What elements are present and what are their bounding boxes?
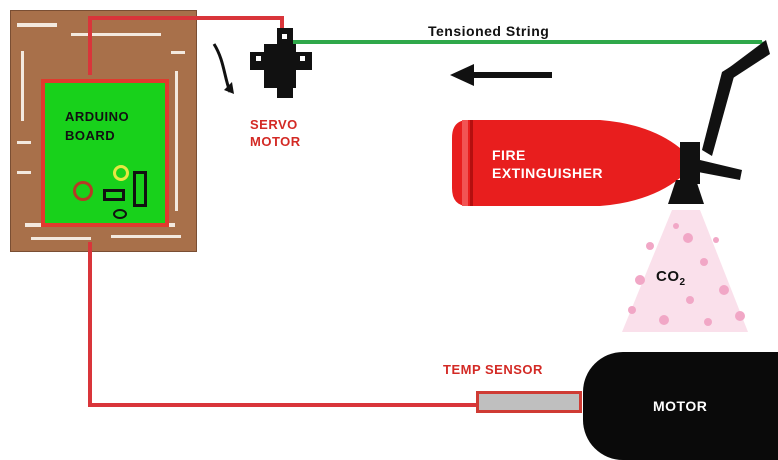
arduino-pcb: ARDUINO BOARD <box>41 79 169 227</box>
board-trace <box>17 141 31 144</box>
servo-label-line1: SERVO <box>250 117 298 132</box>
board-trace <box>111 235 181 238</box>
chip-component <box>103 189 125 201</box>
yellow-led-component <box>113 165 129 181</box>
extinguisher-label-line1: FIRE <box>492 147 526 163</box>
co2-label-main: CO <box>656 268 680 285</box>
board-trace <box>171 51 185 54</box>
rotation-arrow-icon <box>212 43 232 93</box>
arduino-label-line2: BOARD <box>65 128 116 143</box>
servo-label-line2: MOTOR <box>250 134 301 149</box>
string-label: Tensioned String <box>428 23 550 39</box>
motor: MOTOR <box>583 352 778 460</box>
crystal-component <box>113 209 127 219</box>
board-trace <box>175 71 178 211</box>
extinguisher-label-line2: EXTINGUISHER <box>492 165 604 181</box>
extinguisher-lever <box>698 40 770 180</box>
co2-spray <box>622 210 748 332</box>
board-trace <box>71 33 161 36</box>
sensor-wire <box>88 242 476 407</box>
servo-motor <box>250 28 312 98</box>
motor-label: MOTOR <box>653 398 708 414</box>
co2-label-subscript: 2 <box>679 277 686 288</box>
board-trace <box>17 23 57 27</box>
board-trace <box>17 171 31 174</box>
board-trace <box>21 51 24 121</box>
arduino-label-line1: ARDUINO <box>65 109 130 124</box>
temp-sensor-label: TEMP SENSOR <box>443 362 543 377</box>
pull-arrowhead-icon <box>450 64 474 86</box>
fire-extinguisher <box>452 120 704 206</box>
co2-label: CO2 <box>656 268 686 288</box>
arduino-board: ARDUINO BOARD <box>10 10 197 252</box>
rotation-arrowhead-icon <box>224 82 234 94</box>
temp-sensor <box>476 391 582 413</box>
capacitor-component <box>133 171 147 207</box>
board-trace <box>31 237 91 240</box>
red-led-component <box>73 181 93 201</box>
